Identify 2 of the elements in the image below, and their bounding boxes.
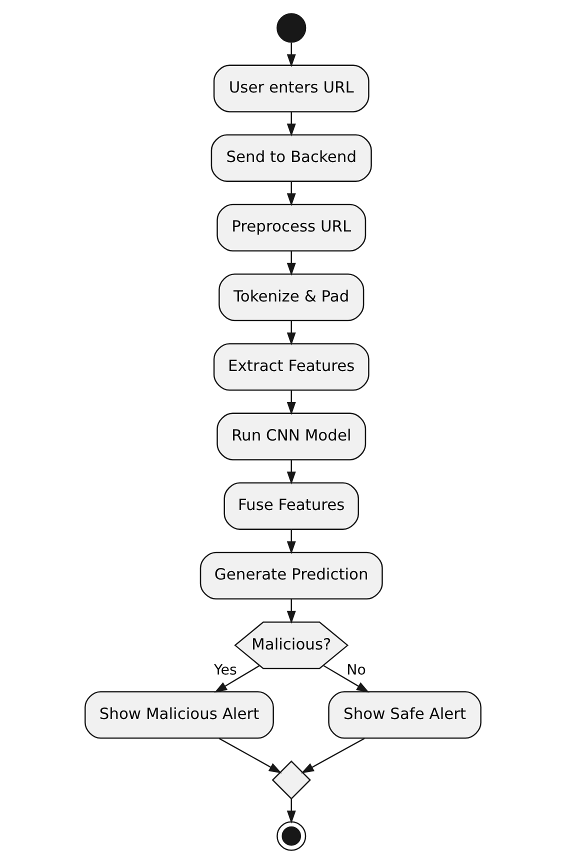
edge-label: No: [346, 662, 366, 679]
edge-label: Yes: [213, 662, 236, 679]
